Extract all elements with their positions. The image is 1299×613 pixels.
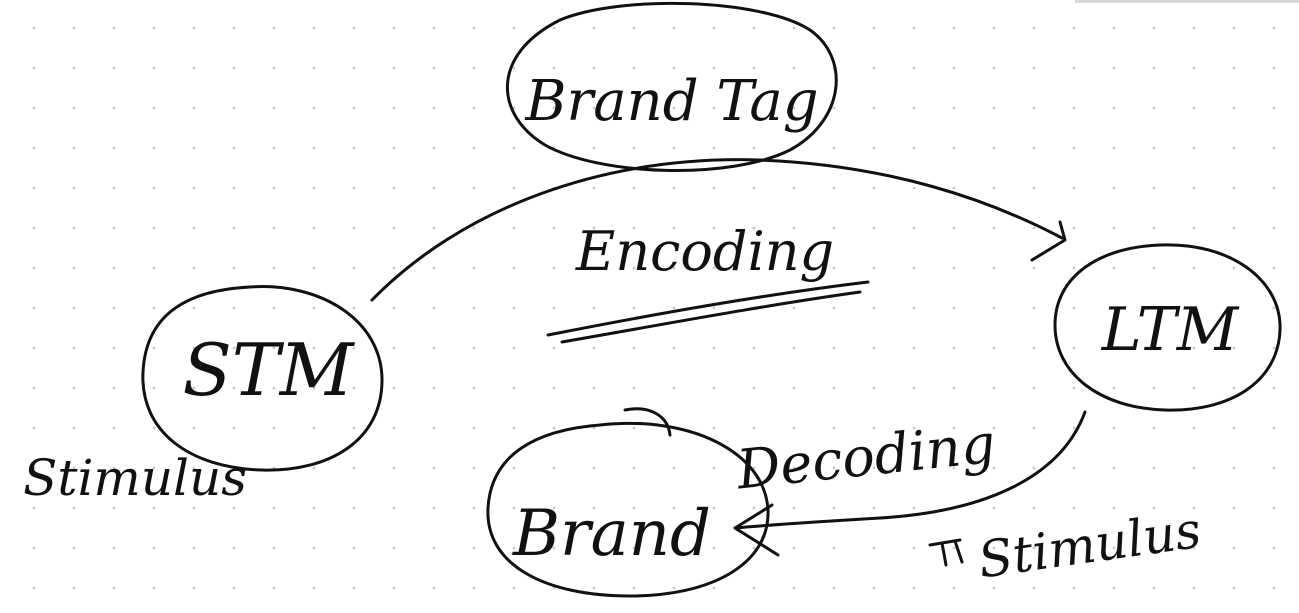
encoding-curve <box>370 158 1064 302</box>
stm-label: STM <box>182 328 355 412</box>
ltm-circle <box>1053 243 1282 412</box>
stm-circle <box>141 285 384 472</box>
stimulus-right-label: Stimulus <box>975 501 1205 590</box>
brand-circle <box>486 421 770 598</box>
decoding-label: Decoding <box>733 412 998 502</box>
node-brand-tag: Brand Tag <box>505 1 838 172</box>
brand-circle-tail <box>623 407 672 437</box>
node-stm: STM <box>141 285 384 472</box>
node-brand: Brand <box>486 407 770 598</box>
arrow-decoding <box>733 410 1087 557</box>
encoding-label: Encoding <box>575 220 834 283</box>
encoding-arrowhead <box>1030 220 1067 262</box>
toolbar-edge <box>1075 0 1299 3</box>
decoding-arrowhead <box>733 503 780 557</box>
stimulus-right-mark <box>928 538 964 567</box>
ltm-label: LTM <box>1101 295 1240 365</box>
encoding-underline-2 <box>560 290 862 344</box>
arrow-encoding <box>370 158 1067 302</box>
brand-tag-label: Brand Tag <box>524 69 818 134</box>
stimulus-left-label: Stimulus <box>23 449 247 507</box>
encoding-underline-1 <box>546 280 870 337</box>
decoding-curve <box>733 410 1087 530</box>
node-ltm: LTM <box>1053 243 1282 412</box>
brand-tag-circle <box>505 1 838 172</box>
brand-label: Brand <box>512 497 711 571</box>
